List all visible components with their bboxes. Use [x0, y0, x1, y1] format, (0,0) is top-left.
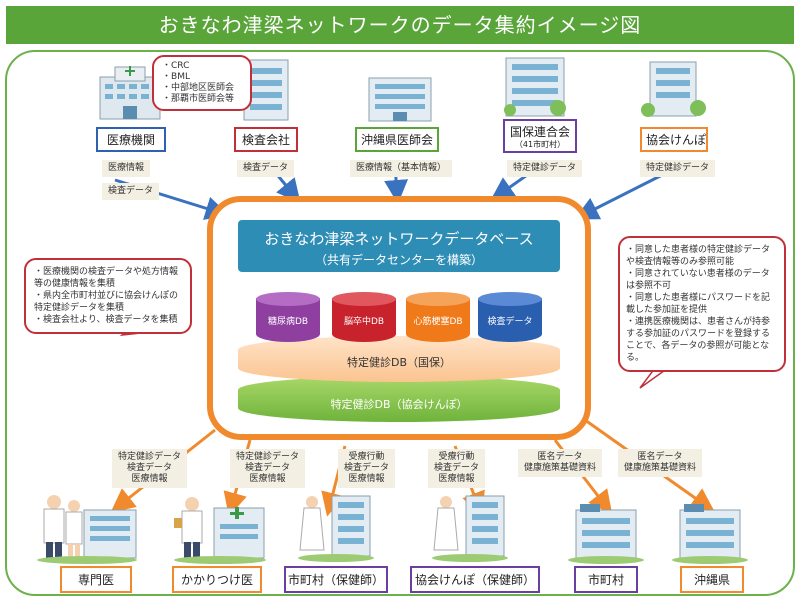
mi-db-label: 心筋梗塞DB	[413, 317, 463, 327]
kyokai-building-icon	[641, 61, 706, 117]
node-kokuho: 国保連合会 （41市町村）	[503, 119, 577, 153]
tag-kokuho: 特定健診データ	[507, 160, 583, 177]
diabetes-db: 糖尿病DB	[256, 292, 320, 344]
right-callout-item: 同意した患者様の特定健診データや検査情報等のみ参照可能	[626, 244, 778, 268]
left-callout-item: 県内全市町村並びに協会けんぽの特定健診データを集積	[34, 290, 182, 314]
node-ishikai: 沖縄県医師会	[355, 127, 439, 152]
medical-association-building-icon	[368, 77, 432, 122]
tag-kyokai-hoken: 受療行動検査データ医療情報	[428, 449, 486, 488]
tag-senmon: 特定健診データ検査データ医療情報	[112, 449, 188, 488]
callout-item: BML	[162, 72, 242, 83]
tag-iryo-kensa: 検査データ	[102, 183, 160, 200]
tag-okinawa: 匿名データ健康施策基礎資料	[618, 449, 703, 477]
kokuho-db-label: 特定健診DB（国保）	[346, 356, 452, 369]
mi-db: 心筋梗塞DB	[406, 292, 470, 344]
node-okinawa-ken: 沖縄県	[680, 566, 744, 593]
node-kensa-kaisha: 検査会社	[234, 127, 298, 152]
tag-iryo-info: 医療情報	[102, 160, 151, 177]
lab-data-db-label: 検査データ	[487, 317, 533, 327]
tag-kyokai: 特定健診データ	[640, 160, 716, 177]
tag-shicho-hoken: 受療行動検査データ医療情報	[338, 449, 396, 488]
node-kakaritsuke-i: かかりつけ医	[172, 566, 262, 593]
specialist-icon	[37, 495, 137, 564]
left-callout-item: 検査会社より、検査データを集積	[34, 314, 182, 326]
node-kyokai: 協会けんぽ	[640, 127, 708, 152]
database-header: おきなわ津梁ネットワークデータベース （共有データセンターを構築）	[238, 220, 560, 272]
node-kokuho-sub: （41市町村）	[514, 140, 566, 149]
kyokai-office-icon	[432, 495, 508, 562]
left-callout-item: 医療機関の検査データや処方情報等の健康情報を集積	[34, 266, 182, 290]
node-kokuho-label: 国保連合会	[509, 125, 570, 139]
hospital-icon	[99, 66, 161, 120]
city-office-icon	[298, 495, 374, 562]
callout-item: 那覇市医師会等	[162, 94, 242, 105]
tag-shicho: 匿名データ健康施策基礎資料	[518, 449, 603, 477]
municipality-building-icon	[568, 504, 644, 564]
diabetes-db-label: 糖尿病DB	[267, 317, 309, 327]
node-kyokai-hokenshi: 協会けんぽ（保健師）	[410, 566, 540, 593]
tag-kensa: 検査データ	[237, 160, 295, 177]
page-title: おきなわ津梁ネットワークのデータ集約イメージ図	[6, 6, 794, 44]
kyokai-db-label: 特定健診DB（協会けんぽ）	[330, 398, 468, 411]
node-shicho-hokenshi: 市町村（保健師）	[284, 566, 388, 593]
stroke-db-label: 脳卒中DB	[343, 317, 385, 327]
right-callout-item: 同意されていない患者様のデータは参照不可	[626, 268, 778, 292]
prefecture-building-icon	[672, 504, 748, 564]
callout-item: 中部地区医師会	[162, 83, 242, 94]
stroke-db: 脳卒中DB	[332, 292, 396, 344]
callout-lab-companies: CRC BML 中部地区医師会 那覇市医師会等	[152, 55, 252, 111]
node-senmon-i: 専門医	[60, 566, 132, 593]
kokuho-db: 特定健診DB（国保）	[238, 336, 560, 382]
node-shichoson: 市町村	[574, 566, 638, 593]
right-callout-item: 同意した患者様にパスワードを記載した参加証を提供	[626, 292, 778, 316]
lab-data-db: 検査データ	[478, 292, 542, 344]
outer-frame	[5, 50, 795, 596]
kyokai-db: 特定健診DB（協会けんぽ）	[238, 376, 560, 422]
kokuho-building-icon	[504, 57, 566, 117]
database-title: おきなわ津梁ネットワークデータベース	[264, 230, 534, 248]
callout-right: 同意した患者様の特定健診データや検査情報等のみ参照可能 同意されていない患者様の…	[618, 236, 786, 372]
callout-item: CRC	[162, 61, 242, 72]
tag-kakari: 特定健診データ検査データ医療情報	[230, 449, 306, 488]
family-doctor-icon	[174, 497, 266, 564]
callout-left: 医療機関の検査データや処方情報等の健康情報を集積 県内全市町村並びに協会けんぽの…	[24, 258, 192, 334]
database-subtitle: （共有データセンターを構築）	[314, 253, 483, 267]
node-iryo-kikan: 医療機関	[96, 127, 166, 152]
tag-ishikai: 医療情報（基本情報）	[350, 160, 453, 177]
right-callout-item: 連携医療機関は、患者さんが持参する参加証のパスワードを登録することで、各データの…	[626, 316, 778, 364]
